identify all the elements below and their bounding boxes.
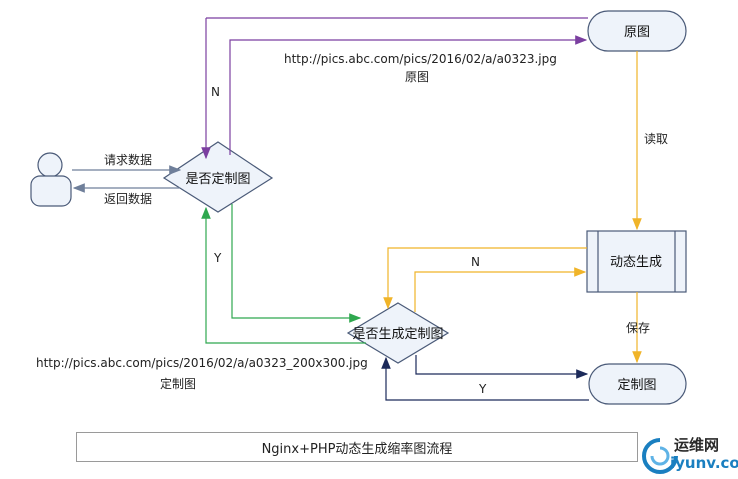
original-label: 原图 <box>624 25 650 40</box>
edge-original-back <box>201 17 588 160</box>
label-url-custom: http://pics.abc.com/pics/2016/02/a/a0323… <box>36 356 368 370</box>
decision-custom-node: 是否定制图 <box>162 141 274 213</box>
custom-node: 定制图 <box>588 363 687 405</box>
label-n-mid: N <box>471 255 480 269</box>
label-save: 保存 <box>626 321 650 335</box>
original-node: 原图 <box>587 10 687 52</box>
edge-to-custom <box>415 355 589 379</box>
decision-custom-label: 是否定制图 <box>185 172 250 187</box>
label-read: 读取 <box>644 132 668 146</box>
dynamic-label: 动态生成 <box>610 255 662 270</box>
label-url-original-note: 原图 <box>405 70 429 84</box>
label-request: 请求数据 <box>104 152 152 167</box>
label-n-top: N <box>211 85 220 99</box>
watermark-line1: 运维网 <box>674 436 720 454</box>
label-y-bottom: Y <box>478 382 487 396</box>
label-y-left: Y <box>213 251 222 265</box>
dynamic-node: 动态生成 <box>586 230 687 293</box>
edge-y-down <box>231 204 362 323</box>
label-return: 返回数据 <box>104 191 152 206</box>
watermark-line2: iyunv.com <box>670 454 738 472</box>
user-icon <box>30 152 72 207</box>
logo-swirl-icon <box>642 438 678 474</box>
edge-y-return <box>201 206 366 344</box>
caption-text: Nginx+PHP动态生成缩率图流程 <box>261 441 453 457</box>
diagram-caption: Nginx+PHP动态生成缩率图流程 <box>76 432 638 462</box>
edge-dynamic-back <box>383 247 587 310</box>
watermark-logo: 运维网 iyunv.com <box>640 432 738 478</box>
label-url-original: http://pics.abc.com/pics/2016/02/a/a0323… <box>284 52 557 66</box>
custom-label: 定制图 <box>617 378 656 393</box>
decision-generated-node: 是否生成定制图 <box>346 302 450 364</box>
edge-custom-back <box>381 356 589 401</box>
decision-generated-label: 是否生成定制图 <box>352 327 443 342</box>
label-url-custom-note: 定制图 <box>160 376 196 391</box>
edge-generate-n <box>414 267 587 312</box>
edge-to-original <box>229 35 588 155</box>
